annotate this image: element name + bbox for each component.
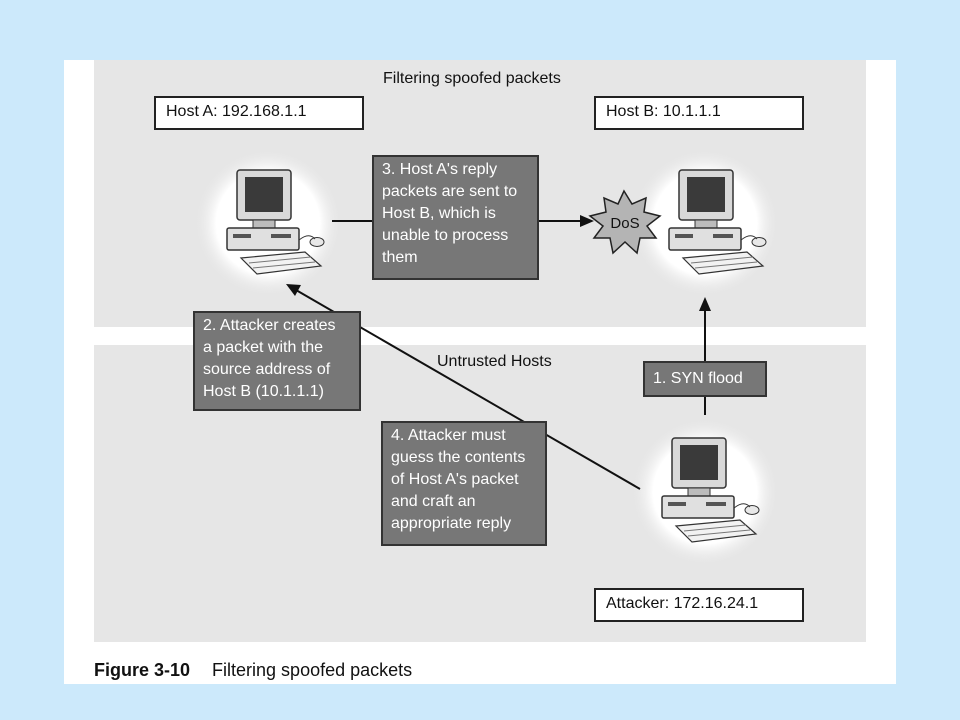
figure-number: Figure 3-10 — [94, 660, 191, 680]
host-b-label: Host B: 10.1.1.1 — [594, 96, 804, 130]
figure-caption: Figure 3-10 Filtering spoofed packets — [94, 660, 412, 681]
figure-caption-text: Filtering spoofed packets — [212, 660, 413, 680]
untrusted-zone-label: Untrusted Hosts — [437, 353, 552, 370]
reply-arrow-head — [580, 215, 594, 227]
diagram-title: Filtering spoofed packets — [383, 70, 561, 87]
dos-label: DoS — [610, 215, 639, 232]
step-4-guess-contents: 4. Attacker must guess the contents of H… — [381, 421, 547, 546]
attacker-label: Attacker: 172.16.24.1 — [594, 588, 804, 622]
step-3-reply-sent: 3. Host A's reply packets are sent to Ho… — [372, 155, 539, 280]
step-2-create-packet: 2. Attacker creates a packet with the so… — [193, 311, 361, 411]
spoof-arrow-head — [286, 284, 301, 296]
dos-burst-icon — [588, 189, 662, 255]
host-a-label: Host A: 192.168.1.1 — [154, 96, 364, 130]
step-1-syn-flood: 1. SYN flood — [643, 361, 767, 397]
syn-arrow-head — [699, 297, 711, 311]
